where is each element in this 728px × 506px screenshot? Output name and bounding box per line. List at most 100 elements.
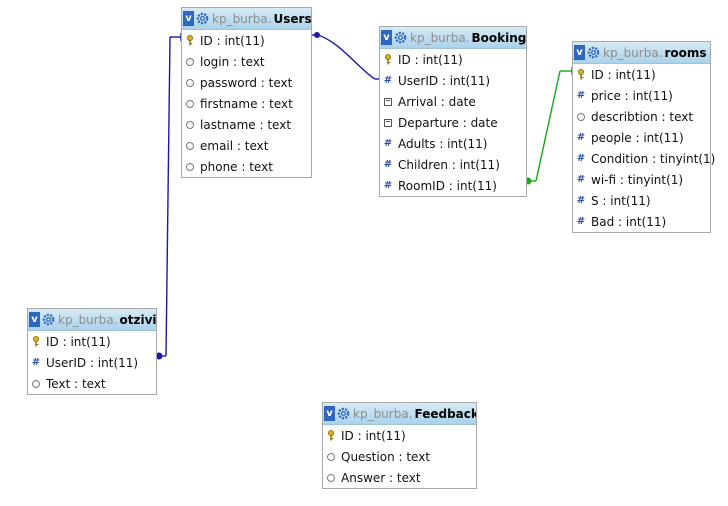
column-row[interactable]: login : text <box>182 51 311 72</box>
toggle-button[interactable]: v <box>29 312 40 327</box>
gear-icon[interactable] <box>337 407 350 420</box>
column-row[interactable]: Text : text <box>28 373 156 394</box>
gear-icon[interactable] <box>587 46 600 59</box>
key-icon <box>381 54 395 65</box>
key-icon <box>324 430 338 441</box>
table-header[interactable]: v kp_burba. rooms <box>573 42 710 64</box>
column-row[interactable]: # people : int(11) <box>573 127 710 148</box>
column-row[interactable]: #RoomID : int(11) <box>380 175 526 196</box>
column-label: ID : int(11) <box>46 334 111 349</box>
text-type-icon <box>183 162 197 171</box>
column-row[interactable]: Arrival : date <box>380 91 526 112</box>
column-label: lastname : text <box>200 117 292 132</box>
numeric-type-icon: # <box>383 75 393 86</box>
toggle-button[interactable]: v <box>381 30 392 45</box>
db-name: kp_burba. <box>212 11 272 26</box>
text-type-icon <box>183 57 197 66</box>
column-row[interactable]: lastname : text <box>182 114 311 135</box>
column-row[interactable]: Question : text <box>323 446 476 467</box>
numeric-type-icon: # <box>576 132 586 143</box>
table-name: Booking <box>471 30 526 45</box>
column-row[interactable]: password : text <box>182 72 311 93</box>
column-label: UserID : int(11) <box>46 355 139 370</box>
toggle-button[interactable]: v <box>324 406 335 421</box>
db-name: kp_burba. <box>353 406 413 421</box>
column-row[interactable]: ID : int(11) <box>323 425 476 446</box>
numeric-type-icon: # <box>31 357 41 368</box>
toggle-button[interactable]: v <box>183 11 194 26</box>
numeric-type-icon: # <box>576 174 586 185</box>
table-name: Users <box>273 11 311 26</box>
column-label: Adults : int(11) <box>398 136 488 151</box>
column-row[interactable]: #S : int(11) <box>573 190 710 211</box>
key-icon <box>574 69 588 80</box>
column-row[interactable]: ID : int(11) <box>573 64 710 85</box>
column-row[interactable]: # UserID : int(11) <box>380 70 526 91</box>
text-type-icon <box>183 78 197 87</box>
text-type-icon <box>574 112 588 121</box>
column-row[interactable]: ID : int(11) <box>182 30 311 51</box>
column-label: Departure : date <box>398 115 498 130</box>
column-row[interactable]: # price : int(11) <box>573 85 710 106</box>
text-type-icon <box>183 120 197 129</box>
column-row[interactable]: describtion : text <box>573 106 710 127</box>
text-type-icon <box>29 379 43 388</box>
column-row[interactable]: Answer : text <box>323 467 476 488</box>
column-row[interactable]: # wi-fi : tinyint(1) <box>573 169 710 190</box>
text-type-icon <box>324 473 338 482</box>
column-label: price : int(11) <box>591 88 673 103</box>
relation-otzivi-users <box>155 33 182 360</box>
toggle-button[interactable]: v <box>574 45 585 60</box>
column-row[interactable]: #Children : int(11) <box>380 154 526 175</box>
relation-booking-users <box>312 32 381 83</box>
column-label: login : text <box>200 54 265 69</box>
table-header[interactable]: v kp_burba. Users <box>182 8 311 30</box>
table-users[interactable]: v kp_burba. Users ID : int(11) login : te… <box>181 7 312 178</box>
text-type-icon <box>324 452 338 461</box>
db-name: kp_burba. <box>410 30 470 45</box>
column-label: describtion : text <box>591 109 694 124</box>
column-label: wi-fi : tinyint(1) <box>591 172 684 187</box>
column-label: Bad : int(11) <box>591 214 667 229</box>
text-type-icon <box>183 141 197 150</box>
column-label: email : text <box>200 138 269 153</box>
table-feedback[interactable]: v kp_burba. Feedback ID : int(11) Questio… <box>322 402 477 489</box>
column-row[interactable]: # UserID : int(11) <box>28 352 156 373</box>
column-row[interactable]: #Bad : int(11) <box>573 211 710 232</box>
column-row[interactable]: phone : text <box>182 156 311 177</box>
column-row[interactable]: Departure : date <box>380 112 526 133</box>
table-header[interactable]: v kp_burba. Feedback <box>323 403 476 425</box>
column-label: S : int(11) <box>591 193 651 208</box>
column-row[interactable]: # Condition : tinyint(1) <box>573 148 716 169</box>
column-label: Question : text <box>341 449 431 464</box>
column-label: Condition : tinyint(1) <box>591 151 716 166</box>
column-label: firstname : text <box>200 96 293 111</box>
table-name: otzivi <box>119 312 156 327</box>
column-label: ID : int(11) <box>591 67 656 82</box>
numeric-type-icon: # <box>576 90 586 101</box>
gear-icon[interactable] <box>42 313 55 326</box>
table-header[interactable]: v kp_burba. otzivi <box>28 309 156 331</box>
numeric-type-icon: # <box>576 153 586 164</box>
gear-icon[interactable] <box>394 31 407 44</box>
column-label: people : int(11) <box>591 130 684 145</box>
column-row[interactable]: email : text <box>182 135 311 156</box>
column-label: ID : int(11) <box>341 428 406 443</box>
column-label: Children : int(11) <box>398 157 500 172</box>
db-name: kp_burba. <box>58 312 118 327</box>
column-row[interactable]: ID : int(11) <box>380 49 526 70</box>
column-label: Arrival : date <box>398 94 476 109</box>
table-booking[interactable]: v kp_burba. Booking ID : int(11) # UserID … <box>379 26 527 197</box>
date-type-icon <box>381 118 395 127</box>
column-row[interactable]: #Adults : int(11) <box>380 133 526 154</box>
column-label: phone : text <box>200 159 273 174</box>
numeric-type-icon: # <box>383 180 393 191</box>
table-header[interactable]: v kp_burba. Booking <box>380 27 526 49</box>
table-rooms[interactable]: v kp_burba. rooms ID : int(11) # price : i… <box>572 41 716 233</box>
gear-icon[interactable] <box>196 12 209 25</box>
column-row[interactable]: firstname : text <box>182 93 311 114</box>
table-otzivi[interactable]: v kp_burba. otzivi ID : int(11) # UserID :… <box>27 308 157 395</box>
key-icon <box>29 336 43 347</box>
column-label: UserID : int(11) <box>398 73 491 88</box>
column-row[interactable]: ID : int(11) <box>28 331 156 352</box>
